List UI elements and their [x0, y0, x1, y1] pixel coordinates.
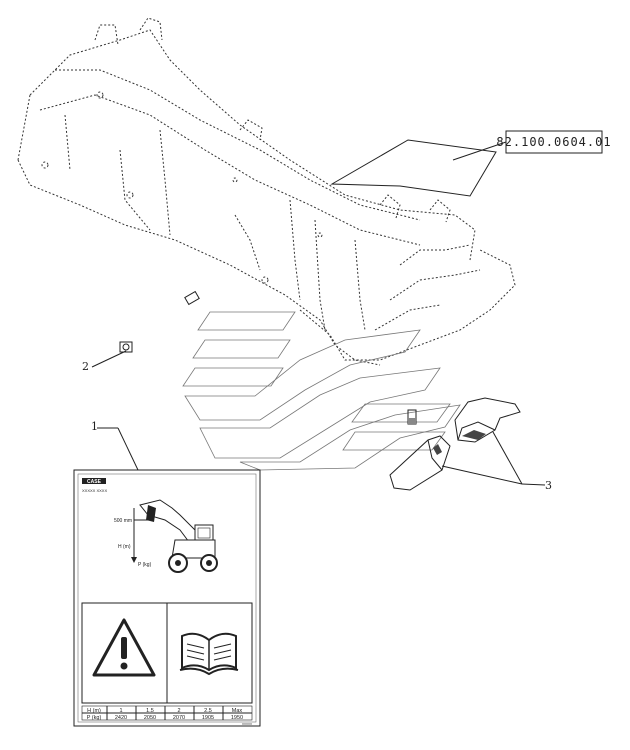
decal-height-label: H (m) [118, 544, 131, 550]
decal-dimension-label: 500 mm [114, 518, 132, 524]
reference-box [505, 130, 603, 154]
callout-3-label: 3 [545, 479, 552, 492]
decal-footnote: XXXXX [242, 722, 252, 726]
reference-number: 82.100.0604.01 [496, 135, 611, 149]
table-header-cell: H (m) [87, 708, 101, 714]
callout-1-label: 1 [91, 420, 98, 433]
table-value-cell: 1905 [202, 715, 214, 721]
decal-load-label: P (kg) [138, 562, 152, 568]
callout-1: 1 [91, 420, 139, 471]
table-value-cell: 2420 [115, 715, 127, 721]
table-value-cell: 1950 [231, 715, 243, 721]
stripe-decal [182, 311, 461, 471]
loader-illustration: 500 mm H (m) P (kg) [114, 499, 218, 573]
table-value-cell: 2050 [144, 715, 156, 721]
table-value-cell: P (kg) [87, 715, 102, 721]
hose-fitting: 2 [82, 290, 200, 373]
warning-triangle-icon [92, 618, 156, 677]
table-header-cell: 2.5 [204, 708, 212, 714]
table-header-cell: 2 [177, 708, 180, 714]
table-header-cell: 1 [119, 708, 122, 714]
decal-subtitle: XXXXX XXXX [82, 488, 107, 493]
reference-callout: 82.100.0604.01 [330, 130, 611, 197]
load-table: H (m) 1 1.5 2 2.5 Max P (kg) 2420 2050 2… [81, 705, 253, 726]
table-value-cell: 2070 [173, 715, 185, 721]
bucket-outline [17, 17, 516, 366]
table-header-cell: Max [232, 708, 243, 714]
callout-2-label: 2 [82, 360, 89, 373]
bucket-teeth: 3 [389, 397, 552, 492]
decal-brand: CASE [87, 479, 102, 485]
table-header-cell: 1.5 [146, 708, 154, 714]
decal-load-chart: CASE XXXXX XXXX 500 mm H (m) P (kg) [73, 469, 261, 727]
open-book-icon [179, 632, 239, 676]
